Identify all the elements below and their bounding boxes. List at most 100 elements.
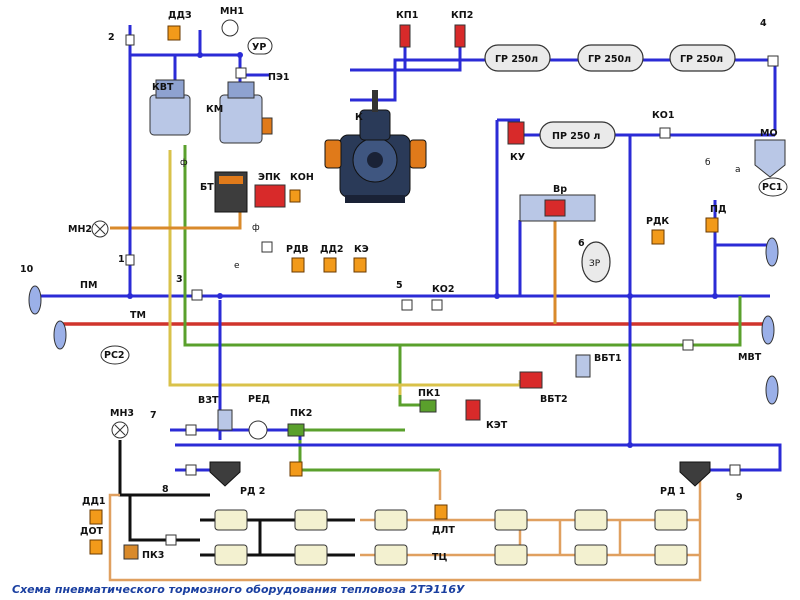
compressor-label: К xyxy=(355,112,363,123)
pk2-label: ПК2 xyxy=(290,408,312,419)
vbt1-label: ВБТ1 xyxy=(594,353,622,364)
brake-cylinder xyxy=(214,509,248,531)
mn2-label: МН2 xyxy=(68,224,92,235)
gauge-mn2: МН2 xyxy=(68,220,109,238)
kon-box xyxy=(289,189,301,203)
pk3-label: ПК3 xyxy=(142,550,164,561)
gr1-label: ГР 250л xyxy=(495,54,538,65)
rs1-label: РС1 xyxy=(762,182,783,193)
switch-valve-pk2: ПК2 xyxy=(287,408,312,437)
cylinder-line-2 xyxy=(438,470,702,510)
upper-feed-line-2 xyxy=(350,60,522,296)
ko2-label: КО2 xyxy=(432,284,454,295)
brake-cylinder xyxy=(494,509,528,531)
mn1-label: МН1 xyxy=(220,6,244,17)
n6-label: 6 xyxy=(578,238,585,249)
kon-label: КОН xyxy=(290,172,314,183)
end-hoses xyxy=(28,237,779,405)
valve-vzt: ВЗТ xyxy=(198,395,233,431)
f1-label: ф xyxy=(180,158,188,168)
brake-cylinder xyxy=(574,509,608,531)
safety-valve-kp2: КП2 xyxy=(451,10,473,48)
epk-label: ЭПК xyxy=(258,172,281,183)
ko1-label: КО1 xyxy=(652,110,674,121)
relay-rd1: РД 1 xyxy=(660,461,711,497)
mvt-label: МВТ xyxy=(738,352,762,363)
brake-cylinder xyxy=(374,509,408,531)
sensor-boxes xyxy=(89,25,719,555)
rdk-label: РДК xyxy=(646,216,669,227)
brake-cylinder xyxy=(214,544,248,566)
brake-cylinder xyxy=(294,509,328,531)
kp2-label: КП2 xyxy=(451,10,473,21)
red-reducer: РЕД xyxy=(248,394,270,440)
valve-ku: КУ xyxy=(507,121,526,163)
a-label: а xyxy=(735,165,741,175)
gr2-label: ГР 250л xyxy=(588,54,631,65)
compressor-k: К xyxy=(324,90,427,203)
rs2-label: РС2 xyxy=(104,350,125,361)
switch-valve-pk3: ПК3 xyxy=(123,544,164,561)
ku-label: КУ xyxy=(510,152,526,163)
dlt-label: ДЛТ xyxy=(432,525,455,536)
n1-label: 1 xyxy=(118,254,125,265)
red-label: РЕД xyxy=(248,394,270,405)
ddz-label: ДДЗ xyxy=(168,10,192,21)
valve-vbt1: ВБТ1 xyxy=(575,353,622,378)
pe1-label: ПЭ1 xyxy=(268,72,290,83)
km-label: КМ xyxy=(206,104,223,115)
brake-cylinder xyxy=(494,544,528,566)
gauge-mn1: МН1 xyxy=(220,6,244,37)
e-label: е xyxy=(234,261,240,271)
diagram-caption: Схема пневматического тормозного оборудо… xyxy=(12,583,465,596)
brake-cylinder xyxy=(654,509,688,531)
isolation-valves xyxy=(125,34,779,546)
rd2-label: РД 2 xyxy=(240,486,265,497)
rdv-label: РДВ xyxy=(286,244,309,255)
tm-label: ТМ xyxy=(130,310,146,321)
sensor-rs1: РС1 xyxy=(758,177,788,197)
main-reservoir-gr2: ГР 250л xyxy=(577,44,644,72)
valve-vbt2: ВБТ2 xyxy=(519,371,568,405)
ur-label: УР xyxy=(252,42,266,53)
reservoir-pr250: ПР 250 л xyxy=(539,121,616,149)
ket-label: КЭТ xyxy=(486,420,508,431)
green-line-2 xyxy=(290,345,440,472)
n8-label: 8 xyxy=(162,484,169,495)
lower-blue-loop-2 xyxy=(218,300,632,445)
n2-label: 2 xyxy=(108,32,115,43)
valve-epk: ЭПК xyxy=(254,172,286,208)
tc-label: ТЦ xyxy=(432,552,447,563)
dd2-label: ДД2 xyxy=(320,244,344,255)
n10-label: 10 xyxy=(20,264,34,275)
brake-cylinder xyxy=(654,544,688,566)
safety-valve-kp1: КП1 xyxy=(396,10,418,48)
pr250-label: ПР 250 л xyxy=(552,131,600,142)
bt-label: БТ xyxy=(200,182,214,193)
f2-label: ф xyxy=(252,223,260,233)
gauge-mn3: МН3 xyxy=(110,408,134,439)
pm-label: ПМ xyxy=(80,280,97,291)
reservoir-zr: ЗР xyxy=(581,241,611,283)
rd1-label: РД 1 xyxy=(660,486,685,497)
kp1-label: КП1 xyxy=(396,10,418,21)
block-bt: БТ xyxy=(200,171,248,213)
vzt-label: ВЗТ xyxy=(198,395,219,406)
valve-ket: КЭТ xyxy=(465,399,508,431)
n5-label: 5 xyxy=(396,280,403,291)
gr3-label: ГР 250л xyxy=(680,54,723,65)
cylinder-line xyxy=(108,493,702,582)
junction-nodes xyxy=(127,52,718,448)
switch-valve-pk1: ПК1 xyxy=(418,388,440,413)
moisture-separator-mo: МО xyxy=(754,128,786,178)
zr-label: ЗР xyxy=(589,259,601,269)
kvt-label: КВТ xyxy=(152,82,174,93)
n9-label: 9 xyxy=(736,492,743,503)
black-line xyxy=(118,440,355,557)
mn3-label: МН3 xyxy=(110,408,134,419)
n4-label: 4 xyxy=(760,18,767,29)
main-reservoir-gr1: ГР 250л xyxy=(484,44,551,72)
pk1-label: ПК1 xyxy=(418,388,440,399)
crane-km: КМ ПЭ1 xyxy=(206,72,290,144)
